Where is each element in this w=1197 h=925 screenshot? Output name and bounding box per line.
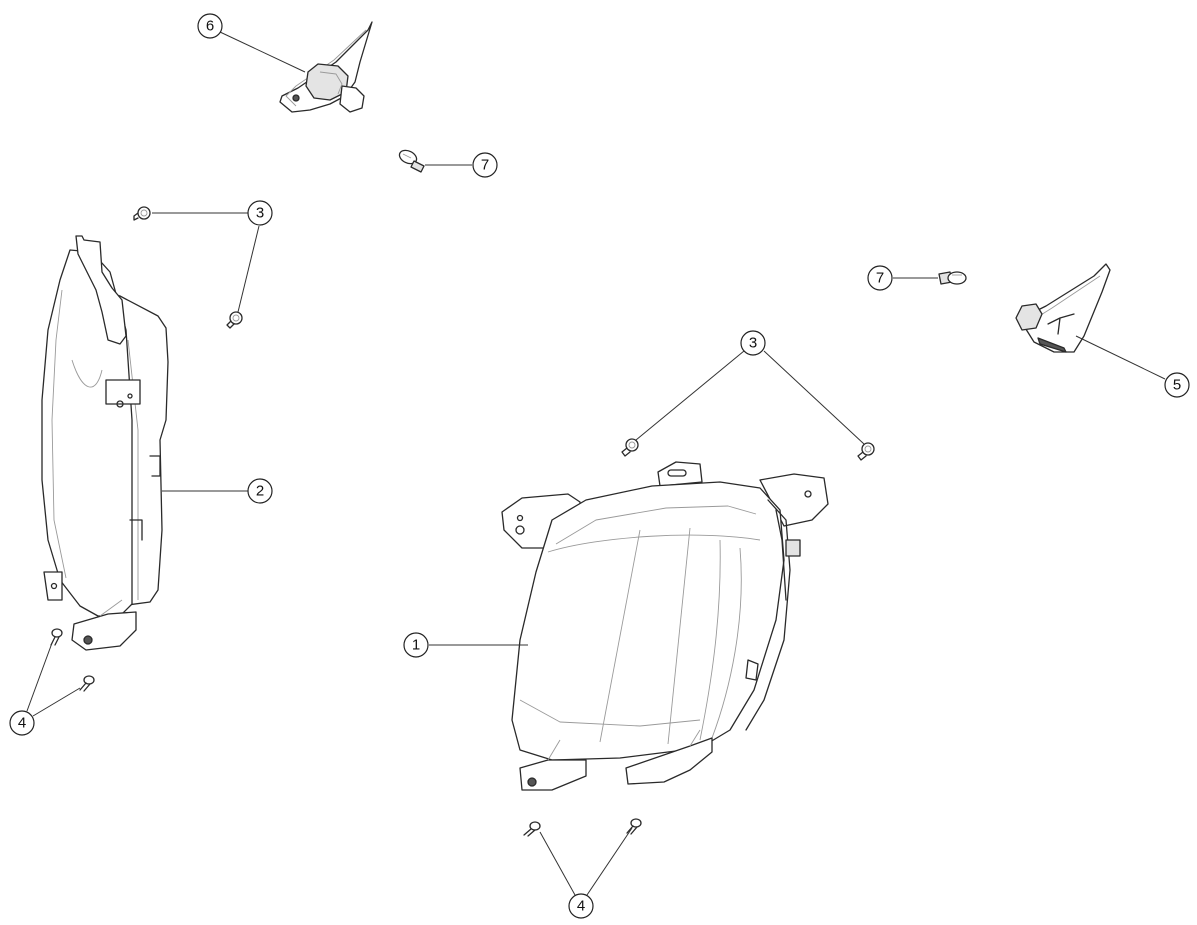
- callout-number: 5: [1173, 377, 1181, 394]
- bulb-top: [398, 149, 425, 173]
- callout-number: 2: [256, 483, 264, 500]
- callout-number: 7: [481, 157, 489, 174]
- side-marker-housing-right: [1015, 263, 1111, 353]
- callout-number: 4: [577, 898, 585, 915]
- callout-4-left: 4: [9, 710, 35, 736]
- bolt-4b-right: [626, 818, 642, 835]
- callout-number: 1: [412, 637, 420, 654]
- headlamp-front-view: [501, 461, 829, 791]
- bolt-4a-upper: [50, 628, 63, 646]
- callout-3-left: 3: [247, 200, 273, 226]
- screw-3a-lower: [226, 311, 243, 329]
- bolt-4a-lower: [79, 675, 95, 692]
- callout-7-top: 7: [472, 152, 498, 178]
- callout-4-bottom: 4: [568, 893, 594, 919]
- callout-number: 3: [256, 205, 264, 222]
- callout-number: 4: [18, 715, 26, 732]
- leader-lines: [26, 31, 1166, 896]
- screw-3a-upper: [133, 206, 151, 221]
- screw-3b-left: [621, 438, 639, 457]
- callout-number: 6: [206, 18, 214, 35]
- callout-5: 5: [1164, 372, 1190, 398]
- callout-3-right: 3: [740, 330, 766, 356]
- callout-2: 2: [247, 478, 273, 504]
- screw-3b-right: [857, 442, 875, 461]
- headlamp-side-view: [41, 235, 169, 651]
- callout-number: 7: [876, 270, 884, 287]
- side-marker-housing-left: [279, 21, 373, 113]
- callout-number: 3: [749, 335, 757, 352]
- bulb-right: [938, 271, 967, 285]
- callout-1: 1: [403, 632, 429, 658]
- callout-7-right: 7: [867, 265, 893, 291]
- bolt-4b-left: [523, 821, 541, 837]
- callout-6: 6: [197, 13, 223, 39]
